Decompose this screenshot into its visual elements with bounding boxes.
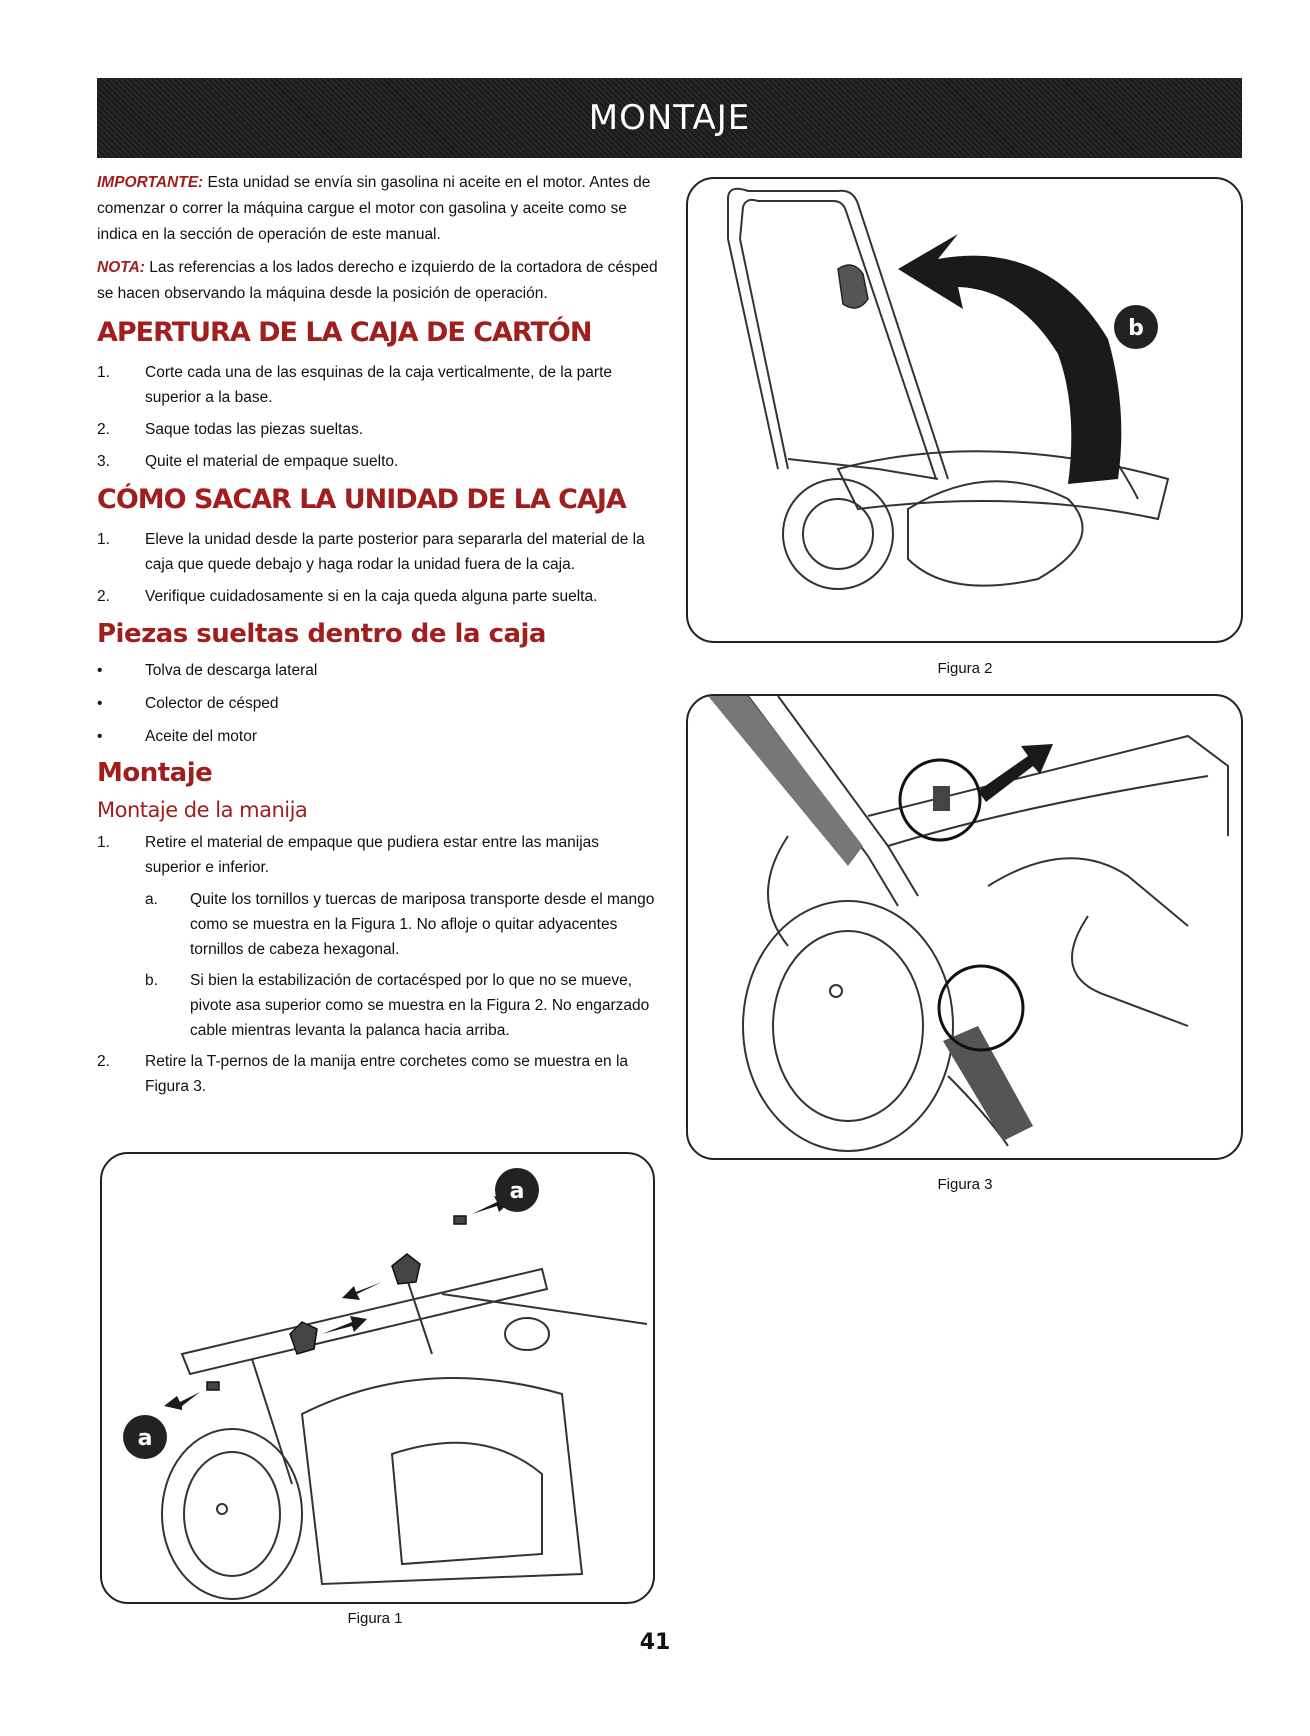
important-label: IMPORTANTE:	[97, 174, 204, 191]
subsection-title-manija: Montaje de la manija	[97, 798, 308, 822]
list-num: 1.	[97, 834, 110, 851]
list-text: Retire el material de empaque que pudier…	[145, 834, 600, 876]
list-item: 3. Quite el material de empaque suelto.	[97, 449, 659, 474]
list-item: 1. Eleve la unidad desde la parte posteri…	[97, 527, 659, 577]
section-title-montaje: Montaje	[97, 758, 213, 788]
rotation-arrow-icon	[898, 234, 1122, 484]
figure-3-frame	[686, 694, 1243, 1160]
badge-a-icon: a	[123, 1415, 167, 1459]
figure-1-caption: Figura 1	[347, 1610, 403, 1627]
callout-circle	[898, 758, 1025, 1052]
section-title-unidad: CÓMO SACAR LA UNIDAD DE LA CAJA	[97, 484, 627, 515]
list-num: 1.	[97, 531, 110, 548]
section-title-carton: APERTURA DE LA CAJA DE CARTÓN	[97, 317, 592, 348]
list-text: Verifique cuidadosamente si en la caja q…	[145, 588, 598, 605]
nota-text: Las referencias a los lados derecho e iz…	[97, 259, 658, 302]
badge-a-icon: a	[495, 1168, 539, 1212]
list-item: 1. Retire el material de empaque que pudi…	[97, 830, 659, 880]
bullet-dot-icon: •	[97, 695, 103, 712]
nota-note: NOTA: Las referencias a los lados derech…	[97, 255, 659, 307]
figure-2-illustration: b	[727, 187, 1170, 590]
svg-text:a: a	[138, 1426, 153, 1451]
important-text: Esta unidad se envía sin gasolina ni ace…	[97, 174, 651, 243]
svg-text:b: b	[1128, 316, 1144, 341]
figure-3-caption: Figura 3	[937, 1176, 993, 1193]
figure-3-illustration	[708, 696, 1229, 1152]
list-item: 2. Saque todas las piezas sueltas.	[97, 417, 659, 442]
figure-1-illustration: a a	[123, 1168, 648, 1600]
list-text: Corte cada una de las esquinas de la caj…	[145, 364, 613, 406]
bullet-dot-icon: •	[97, 728, 103, 745]
bullet-dot-icon: •	[97, 662, 103, 679]
bullet-item: • Tolva de descarga lateral	[97, 659, 659, 682]
figure-2-frame: b	[686, 177, 1243, 643]
sub-list-text: Si bien la estabilización de cortacésped…	[190, 972, 650, 1039]
page-number: 41	[639, 1630, 671, 1655]
list-num: 2.	[97, 421, 110, 438]
list-item: 1. Corte cada una de las esquinas de la c…	[97, 360, 659, 410]
figure-2-caption: Figura 2	[937, 660, 993, 677]
list-text: Eleve la unidad desde la parte posterior…	[145, 531, 645, 573]
list-text: Saque todas las piezas sueltas.	[145, 421, 363, 438]
nota-label: NOTA:	[97, 259, 145, 276]
list-text: Quite el material de empaque suelto.	[145, 453, 399, 470]
sub-list-text: Quite los tornillos y tuercas de maripos…	[190, 891, 655, 958]
section-title-piezas: Piezas sueltas dentro de la caja	[97, 619, 546, 649]
sub-list-letter: a.	[145, 891, 158, 908]
page-header-banner: MONTAJE	[97, 78, 1242, 158]
direction-arrow-icon	[978, 744, 1053, 802]
list-num: 1.	[97, 364, 110, 381]
list-num: 3.	[97, 453, 110, 470]
sub-list-letter: b.	[145, 972, 158, 989]
sub-list-item: b. Si bien la estabilización de cortacésp…	[145, 968, 659, 1043]
bullet-text: Aceite del motor	[145, 728, 257, 745]
list-text: Retire la T-pernos de la manija entre co…	[145, 1053, 629, 1095]
bullet-item: • Aceite del motor	[97, 725, 659, 748]
figure-1-frame: a a	[100, 1152, 655, 1604]
bullet-text: Tolva de descarga lateral	[145, 662, 318, 679]
sub-list-item: a. Quite los tornillos y tuercas de marip…	[145, 887, 659, 962]
list-item: 2. Retire la T-pernos de la manija entre …	[97, 1049, 659, 1099]
list-num: 2.	[97, 588, 110, 605]
svg-text:a: a	[510, 1179, 525, 1204]
main-text-column: IMPORTANTE: Esta unidad se envía sin gas…	[97, 170, 659, 1106]
bullet-text: Colector de césped	[145, 695, 279, 712]
page-header-title: MONTAJE	[588, 98, 751, 138]
list-item: 2. Verifique cuidadosamente si en la caja…	[97, 584, 659, 609]
list-num: 2.	[97, 1053, 110, 1070]
bullet-item: • Colector de césped	[97, 692, 659, 715]
important-note: IMPORTANTE: Esta unidad se envía sin gas…	[97, 170, 659, 248]
badge-b-icon: b	[1114, 305, 1158, 349]
